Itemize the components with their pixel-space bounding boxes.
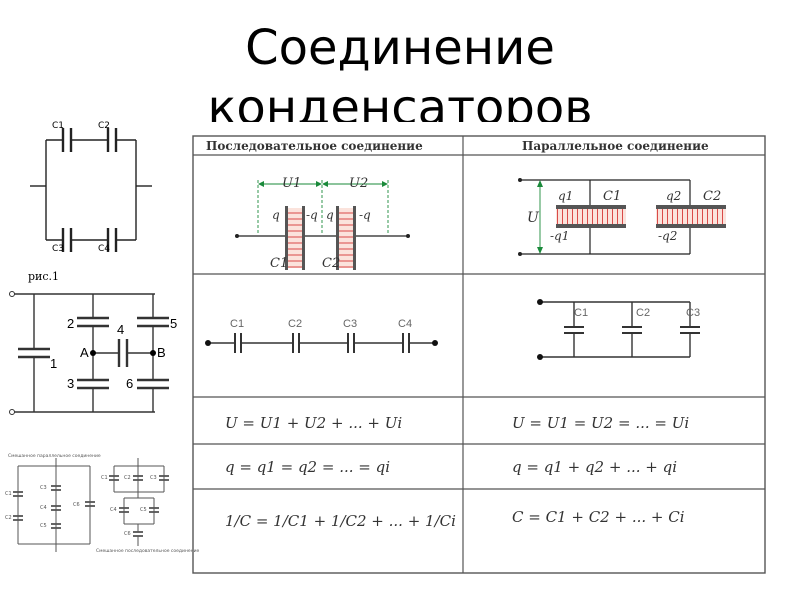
label-c3: C3 <box>52 244 64 254</box>
label-b: B <box>157 345 166 360</box>
parallel-plates-diagram <box>520 179 691 255</box>
svg-text:C5: C5 <box>140 507 147 513</box>
label-u2: U2 <box>349 176 368 191</box>
chain-label-c2: C2 <box>288 318 302 330</box>
terminal-bottom <box>9 409 15 415</box>
plate-gap-c2 <box>656 209 726 224</box>
arrow-up <box>537 180 543 187</box>
node-a <box>90 350 96 356</box>
svg-text:C2: C2 <box>5 515 12 521</box>
label-pq1: q1 <box>558 189 573 203</box>
caption-mixed-parallel: Смешанное параллельное соединение <box>8 453 101 459</box>
label-4: 4 <box>117 322 124 337</box>
figure-mixed-network <box>14 293 169 413</box>
terminal-top <box>9 291 15 297</box>
header-series: Последовательное соединение <box>206 139 423 153</box>
svg-text:C4: C4 <box>40 505 47 511</box>
label-c4: C4 <box>98 244 110 254</box>
formula-series-charge: q = q1 = q2 = ... = qi <box>225 458 390 476</box>
title-line-1: Соединение <box>245 20 555 76</box>
label-2: 2 <box>67 316 74 331</box>
svg-text:C2: C2 <box>124 475 131 481</box>
label-mq1: -q <box>306 208 318 222</box>
parallel-terminal-bottom <box>518 252 522 256</box>
svg-text:C6: C6 <box>124 531 131 537</box>
parallel-terminal-top <box>518 178 522 182</box>
arrow-down <box>537 247 543 254</box>
svg-text:C5: C5 <box>40 523 47 529</box>
plate-c1-top <box>556 205 626 209</box>
chain-terminal-left <box>205 340 211 346</box>
plate-c2-top <box>656 205 726 209</box>
svg-text:C1: C1 <box>5 491 12 497</box>
chain-label-c3: C3 <box>343 318 357 330</box>
figure-mixed-parallel <box>13 458 95 552</box>
plate-c2-bottom <box>656 224 726 228</box>
label-q2: q <box>326 208 334 222</box>
pchain-terminal-top <box>537 299 543 305</box>
pchain-label-c1: C1 <box>574 307 588 319</box>
parallel-chain-diagram <box>540 301 700 358</box>
label-pc2: C2 <box>703 189 721 204</box>
node-b <box>150 350 156 356</box>
pchain-label-c2: C2 <box>636 307 650 319</box>
label-1: 1 <box>50 356 57 371</box>
label-5: 5 <box>170 316 177 331</box>
figure-caption: рис.1 <box>28 270 59 283</box>
formula-parallel-voltage: U = U1 = U2 = ... = Ui <box>512 414 689 432</box>
svg-text:C4: C4 <box>110 507 117 513</box>
label-pq2: q2 <box>666 189 681 203</box>
comparison-table <box>192 135 766 574</box>
svg-text:C1: C1 <box>101 475 108 481</box>
pchain-label-c3: C3 <box>686 307 700 319</box>
svg-text:C3: C3 <box>40 485 47 491</box>
series-plates-diagram <box>235 180 410 270</box>
chain-terminal-right <box>432 340 438 346</box>
plate-gap-c1 <box>556 209 626 224</box>
label-u1: U1 <box>282 176 301 191</box>
figure-capacitor-bridge <box>30 128 152 252</box>
label-pmq1: -q1 <box>550 229 569 243</box>
label-c1: C1 <box>52 121 64 131</box>
formula-parallel-capacitance: C = C1 + C2 + ... + Ci <box>512 508 685 526</box>
mixed-labels: C1 C3 C4 C5 C6 C2 C1 C2 C3 C4 C5 C6 <box>5 475 157 537</box>
label-u: U <box>527 210 540 226</box>
figure-mixed-series <box>109 458 169 546</box>
label-mq2: -q <box>359 208 371 222</box>
chain-label-c4: C4 <box>398 318 412 330</box>
svg-text:C6: C6 <box>73 502 80 508</box>
caption-mixed-series: Смешанное последовательное соединение <box>96 548 200 554</box>
label-a: A <box>80 345 89 360</box>
svg-text:C3: C3 <box>150 475 157 481</box>
chain-label-c1: C1 <box>230 318 244 330</box>
page-title: Соединение конденсаторов <box>150 18 650 122</box>
formula-series-voltage: U = U1 + U2 + ... + Ui <box>225 414 402 432</box>
label-3: 3 <box>67 376 74 391</box>
label-plate-c2: C2 <box>322 256 340 271</box>
label-pmq2: -q2 <box>658 229 677 243</box>
pchain-terminal-bottom <box>537 354 543 360</box>
header-parallel: Параллельное соединение <box>522 139 709 153</box>
formula-series-capacitance: 1/C = 1/C1 + 1/C2 + ... + 1/Ci <box>225 512 456 530</box>
label-q1: q <box>272 208 280 222</box>
label-c2: C2 <box>98 121 110 131</box>
plate-c1-bottom <box>556 224 626 228</box>
formula-parallel-charge: q = q1 + q2 + ... + qi <box>512 458 677 476</box>
label-plate-c1: C1 <box>270 256 288 271</box>
label-pc1: C1 <box>603 189 621 204</box>
title-line-2: конденсаторов <box>207 80 593 122</box>
label-6: 6 <box>126 376 133 391</box>
series-chain-diagram <box>208 333 435 353</box>
